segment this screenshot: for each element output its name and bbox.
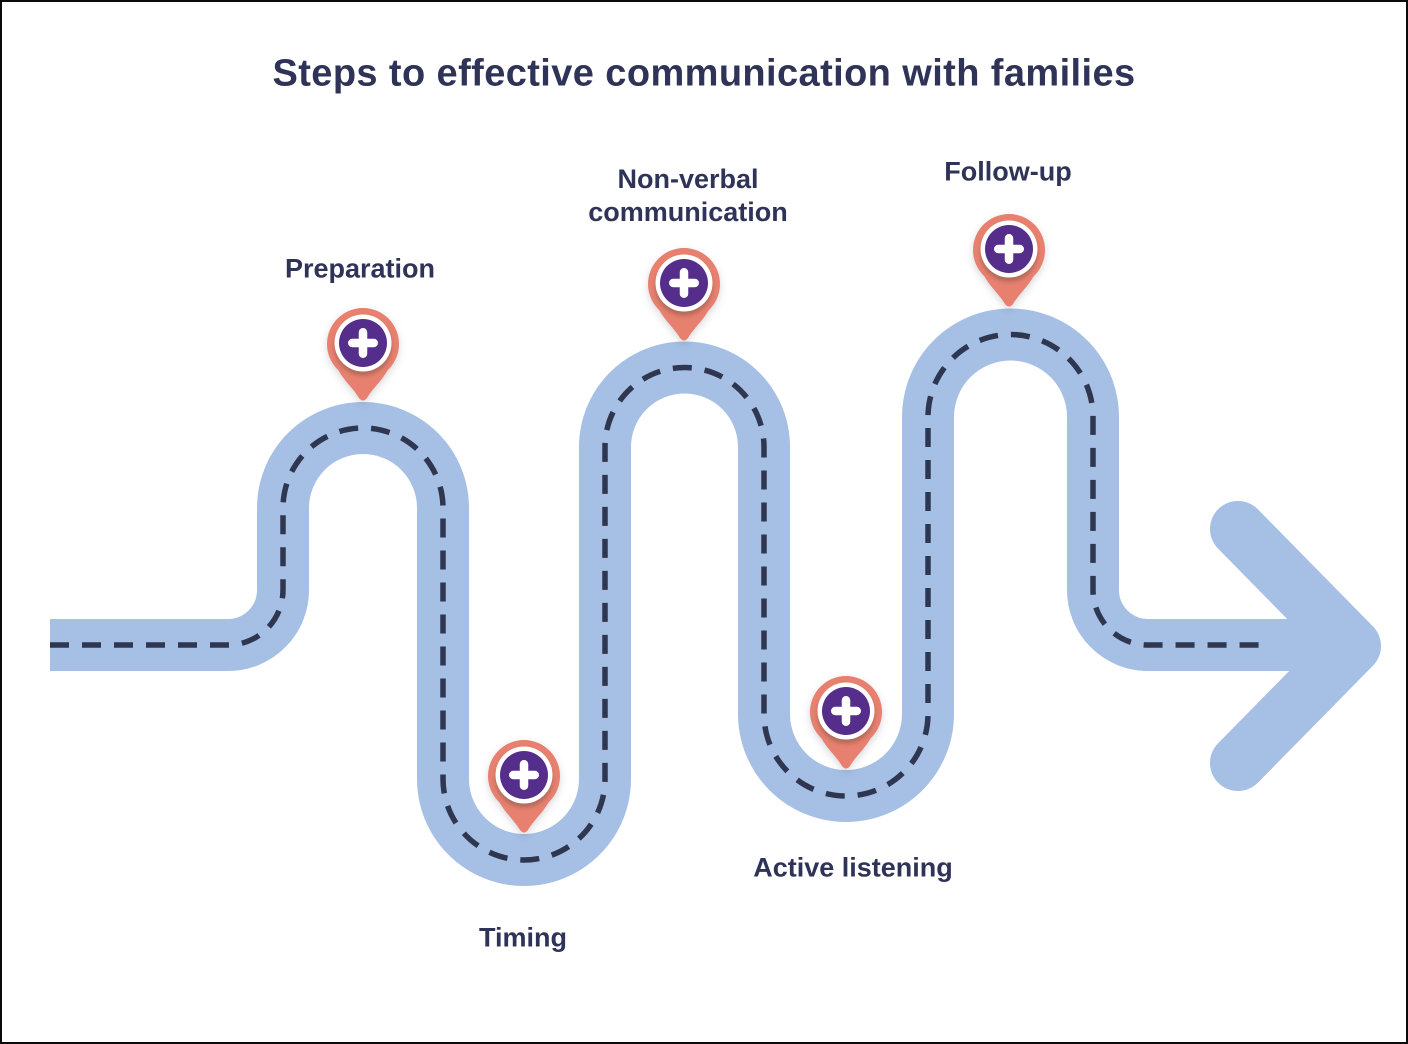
plus-icon <box>509 760 539 790</box>
road-dash-line <box>50 331 1268 863</box>
step-pin-follow-up[interactable] <box>966 208 1052 314</box>
plus-icon <box>669 268 699 298</box>
road-path <box>50 308 1314 886</box>
arrow-head-icon <box>1210 501 1381 791</box>
plus-icon <box>994 234 1024 264</box>
step-label-non-verbal-communication: Non-verbal communication <box>588 164 788 227</box>
step-label-timing: Timing <box>478 922 568 953</box>
step-label-preparation: Preparation <box>284 253 436 284</box>
step-pin-non-verbal-communication[interactable] <box>641 242 727 348</box>
step-label-follow-up: Follow-up <box>944 156 1072 187</box>
plus-icon <box>831 696 861 726</box>
step-pin-timing[interactable] <box>481 734 567 840</box>
step-label-active-listening: Active listening <box>753 852 953 883</box>
step-pin-active-listening[interactable] <box>803 670 889 776</box>
plus-icon <box>348 328 378 358</box>
page-title: Steps to effective communication with fa… <box>272 52 1136 95</box>
step-pin-preparation[interactable] <box>320 302 406 408</box>
